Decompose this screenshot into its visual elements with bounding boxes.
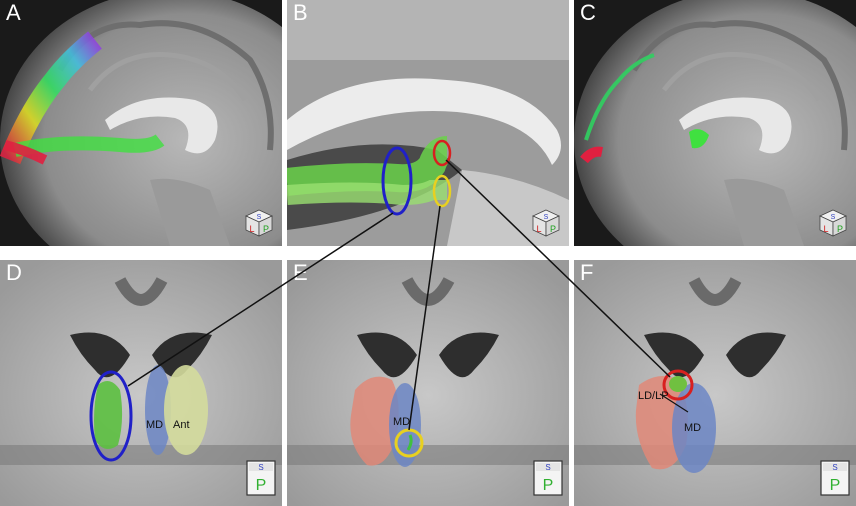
ldlp-label: LD/LP [638, 390, 669, 402]
red-circle [662, 369, 694, 401]
ldlp-region [669, 376, 687, 392]
orientation-cube-icon: S L P [244, 208, 274, 238]
orientation-cube-icon: S P [533, 460, 563, 496]
md-label: MD [146, 419, 164, 431]
svg-text:S: S [545, 463, 550, 472]
panel-e: E MD S P [287, 260, 569, 506]
panel-letter: E [293, 260, 308, 285]
svg-text:S: S [544, 214, 549, 221]
panel-f: F LD/LP MD S P [574, 260, 856, 506]
svg-text:S: S [831, 214, 836, 221]
md-label: MD [393, 416, 411, 428]
svg-text:P: P [543, 477, 554, 494]
panel-letter: A [6, 0, 21, 25]
panel-a: A S L P [0, 0, 282, 246]
md-region [672, 383, 716, 473]
panel-f-image [574, 260, 856, 506]
panel-letter: D [6, 260, 22, 285]
pulvinar-region [350, 376, 399, 466]
svg-text:P: P [550, 224, 556, 234]
panel-d: D MD Ant S P [0, 260, 282, 506]
svg-text:P: P [830, 477, 841, 494]
panel-d-image [0, 260, 282, 506]
fiber-bundle-a [0, 31, 165, 165]
ant-region [164, 365, 208, 455]
blue-circle [89, 370, 133, 462]
md-region [145, 365, 171, 455]
svg-text:P: P [837, 224, 843, 234]
svg-text:S: S [832, 463, 837, 472]
svg-text:L: L [536, 224, 541, 234]
orientation-cube-icon: S L P [531, 208, 561, 238]
orientation-cube-icon: S L P [818, 208, 848, 238]
panel-letter: B [293, 0, 308, 25]
fiber-bundle-c [580, 53, 709, 164]
panel-a-image [0, 0, 282, 246]
svg-text:P: P [256, 477, 267, 494]
svg-text:S: S [257, 214, 262, 221]
panel-c: C S L P [574, 0, 856, 246]
panel-letter: F [580, 260, 594, 285]
panel-letter: C [580, 0, 596, 25]
svg-text:P: P [263, 224, 269, 234]
md-label: MD [684, 422, 702, 434]
panel-c-image [574, 0, 856, 246]
panel-b-image [287, 0, 569, 246]
ant-label: Ant [173, 419, 190, 431]
panel-e-image [287, 260, 569, 506]
orientation-cube-icon: S P [246, 460, 276, 496]
svg-text:S: S [258, 463, 263, 472]
svg-text:L: L [249, 224, 254, 234]
svg-text:L: L [823, 224, 828, 234]
orientation-cube-icon: S P [820, 460, 850, 496]
panel-b: B S L P [287, 0, 569, 246]
